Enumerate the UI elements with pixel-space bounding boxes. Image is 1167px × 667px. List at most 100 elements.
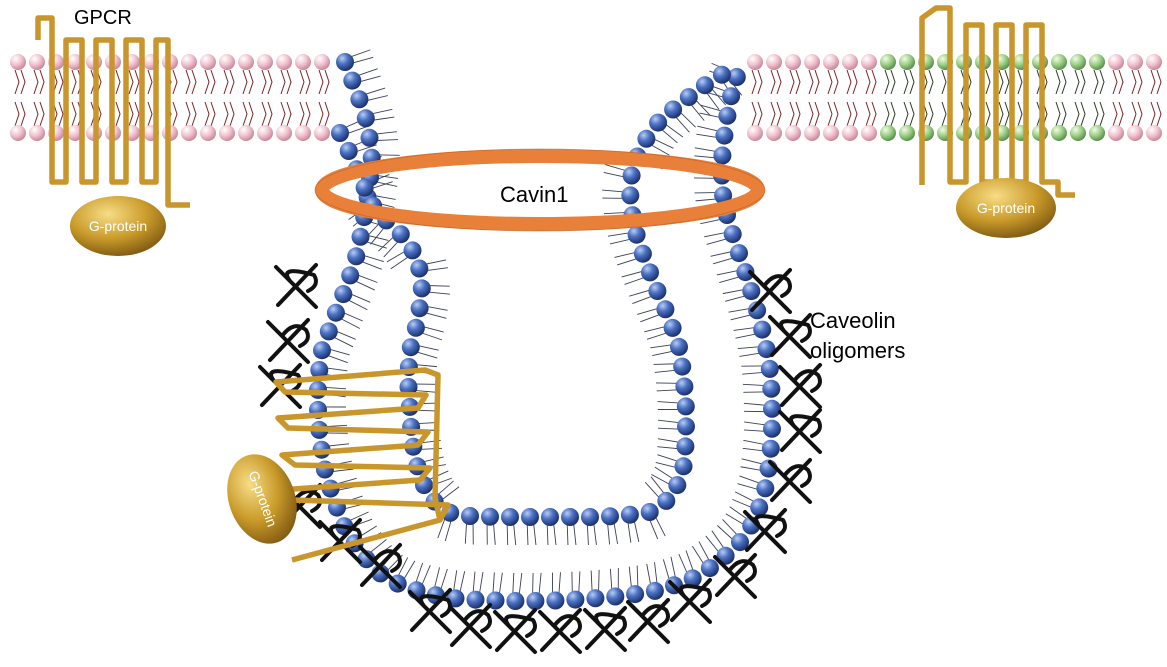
lipid-tail xyxy=(884,101,896,127)
lipid-head xyxy=(766,125,782,141)
lipid-head xyxy=(760,359,779,378)
lipid-head xyxy=(10,125,26,141)
lipid-tail xyxy=(1131,101,1143,127)
lipid-head xyxy=(880,54,896,70)
lipid-tail xyxy=(789,69,801,95)
lipid-tail xyxy=(1112,101,1124,127)
lipid-head xyxy=(731,533,749,552)
lipid-head xyxy=(742,282,761,301)
lipid-head xyxy=(526,592,545,610)
lipid-tail xyxy=(223,69,235,95)
lipid-head xyxy=(1127,125,1143,141)
caveolin-strand xyxy=(778,408,822,454)
lipid-head xyxy=(747,125,763,141)
lipid-head xyxy=(641,263,659,282)
lipid-tail xyxy=(261,69,273,95)
lipid-tail xyxy=(751,69,763,95)
lipid-head xyxy=(181,54,197,70)
lipid-tail xyxy=(865,69,877,95)
lipid-head xyxy=(1089,125,1105,141)
lipid-tail xyxy=(1093,101,1105,127)
lipid-tail xyxy=(185,101,197,127)
lipid-head xyxy=(1127,54,1143,70)
lipid-tail xyxy=(128,69,140,95)
caveolin-strand xyxy=(358,543,402,589)
lipid-head xyxy=(200,125,216,141)
lipid-head xyxy=(656,300,675,319)
lipid-tail xyxy=(318,101,330,127)
lipid-head xyxy=(1108,54,1124,70)
lipid-head xyxy=(391,225,410,244)
lipid-head xyxy=(753,320,772,339)
lipid-head xyxy=(181,125,197,141)
lipid-tail xyxy=(204,69,216,95)
lipid-head xyxy=(257,125,273,141)
g-protein-left-label: G-protein xyxy=(89,218,147,234)
lipid-tail xyxy=(903,69,915,95)
lipid-head xyxy=(313,341,331,360)
lipid-tail xyxy=(242,101,254,127)
lipid-head xyxy=(546,591,565,610)
lipid-head xyxy=(410,299,429,318)
lipid-head xyxy=(219,54,235,70)
lipid-head xyxy=(406,318,425,337)
lipid-head xyxy=(670,337,688,356)
lipid-head xyxy=(1108,125,1124,141)
lipid-head xyxy=(622,166,641,185)
lipid-head xyxy=(399,378,418,396)
lipid-tail xyxy=(865,101,877,127)
caveolin-label-line1: Caveolin xyxy=(810,308,896,333)
gpcr-left xyxy=(35,15,190,208)
lipid-tail xyxy=(770,69,782,95)
lipid-head xyxy=(899,125,915,141)
lipid-head xyxy=(401,338,420,357)
lipid-head xyxy=(355,178,374,197)
lipid-head xyxy=(276,54,292,70)
caveolin-strand xyxy=(274,263,318,309)
lipid-head xyxy=(675,377,694,396)
lipid-head xyxy=(673,357,692,376)
lipid-head xyxy=(649,113,668,132)
lipid-head xyxy=(501,508,519,526)
lipid-head xyxy=(723,225,742,244)
lipid-head xyxy=(668,476,687,495)
lipid-head xyxy=(663,318,682,337)
lipid-head xyxy=(360,128,379,147)
caveolin-strand xyxy=(408,588,452,634)
caveolin-strand xyxy=(538,608,582,654)
caveolin-strand xyxy=(768,313,812,359)
lipid-tail xyxy=(1074,101,1086,127)
lipid-head xyxy=(481,507,499,526)
g-protein-pit: G-protein xyxy=(227,454,297,544)
lipid-head xyxy=(1051,125,1067,141)
lipid-head xyxy=(713,146,732,165)
caveolin-strand xyxy=(668,578,712,624)
lipid-head xyxy=(1089,54,1105,70)
lipid-head xyxy=(785,54,801,70)
lipid-head xyxy=(29,125,45,141)
lipid-head xyxy=(748,301,767,320)
caveolin-strand xyxy=(748,268,792,314)
lipid-tail xyxy=(1131,69,1143,95)
lipid-head xyxy=(410,259,429,278)
lipid-head xyxy=(763,399,781,418)
caveolin-label-line2: oligomers xyxy=(810,338,905,363)
lipid-tail xyxy=(299,101,311,127)
lipid-head xyxy=(238,54,254,70)
lipid-head xyxy=(276,125,292,141)
lipid-head xyxy=(200,54,216,70)
lipid-tail xyxy=(242,69,254,95)
lipid-head xyxy=(357,550,376,569)
caveolin-strand xyxy=(266,318,310,364)
caveolin-strand xyxy=(778,363,822,409)
lipid-head xyxy=(336,53,354,71)
lipid-head xyxy=(633,244,652,263)
caveolin-strand xyxy=(768,458,812,504)
flat-membrane-tails xyxy=(14,69,1162,127)
lipid-head xyxy=(785,125,801,141)
lipid-head xyxy=(718,106,737,125)
lipid-head xyxy=(861,125,877,141)
g-protein-right-label: G-protein xyxy=(977,200,1035,216)
lipid-head xyxy=(712,65,731,84)
lipid-head xyxy=(657,491,676,510)
